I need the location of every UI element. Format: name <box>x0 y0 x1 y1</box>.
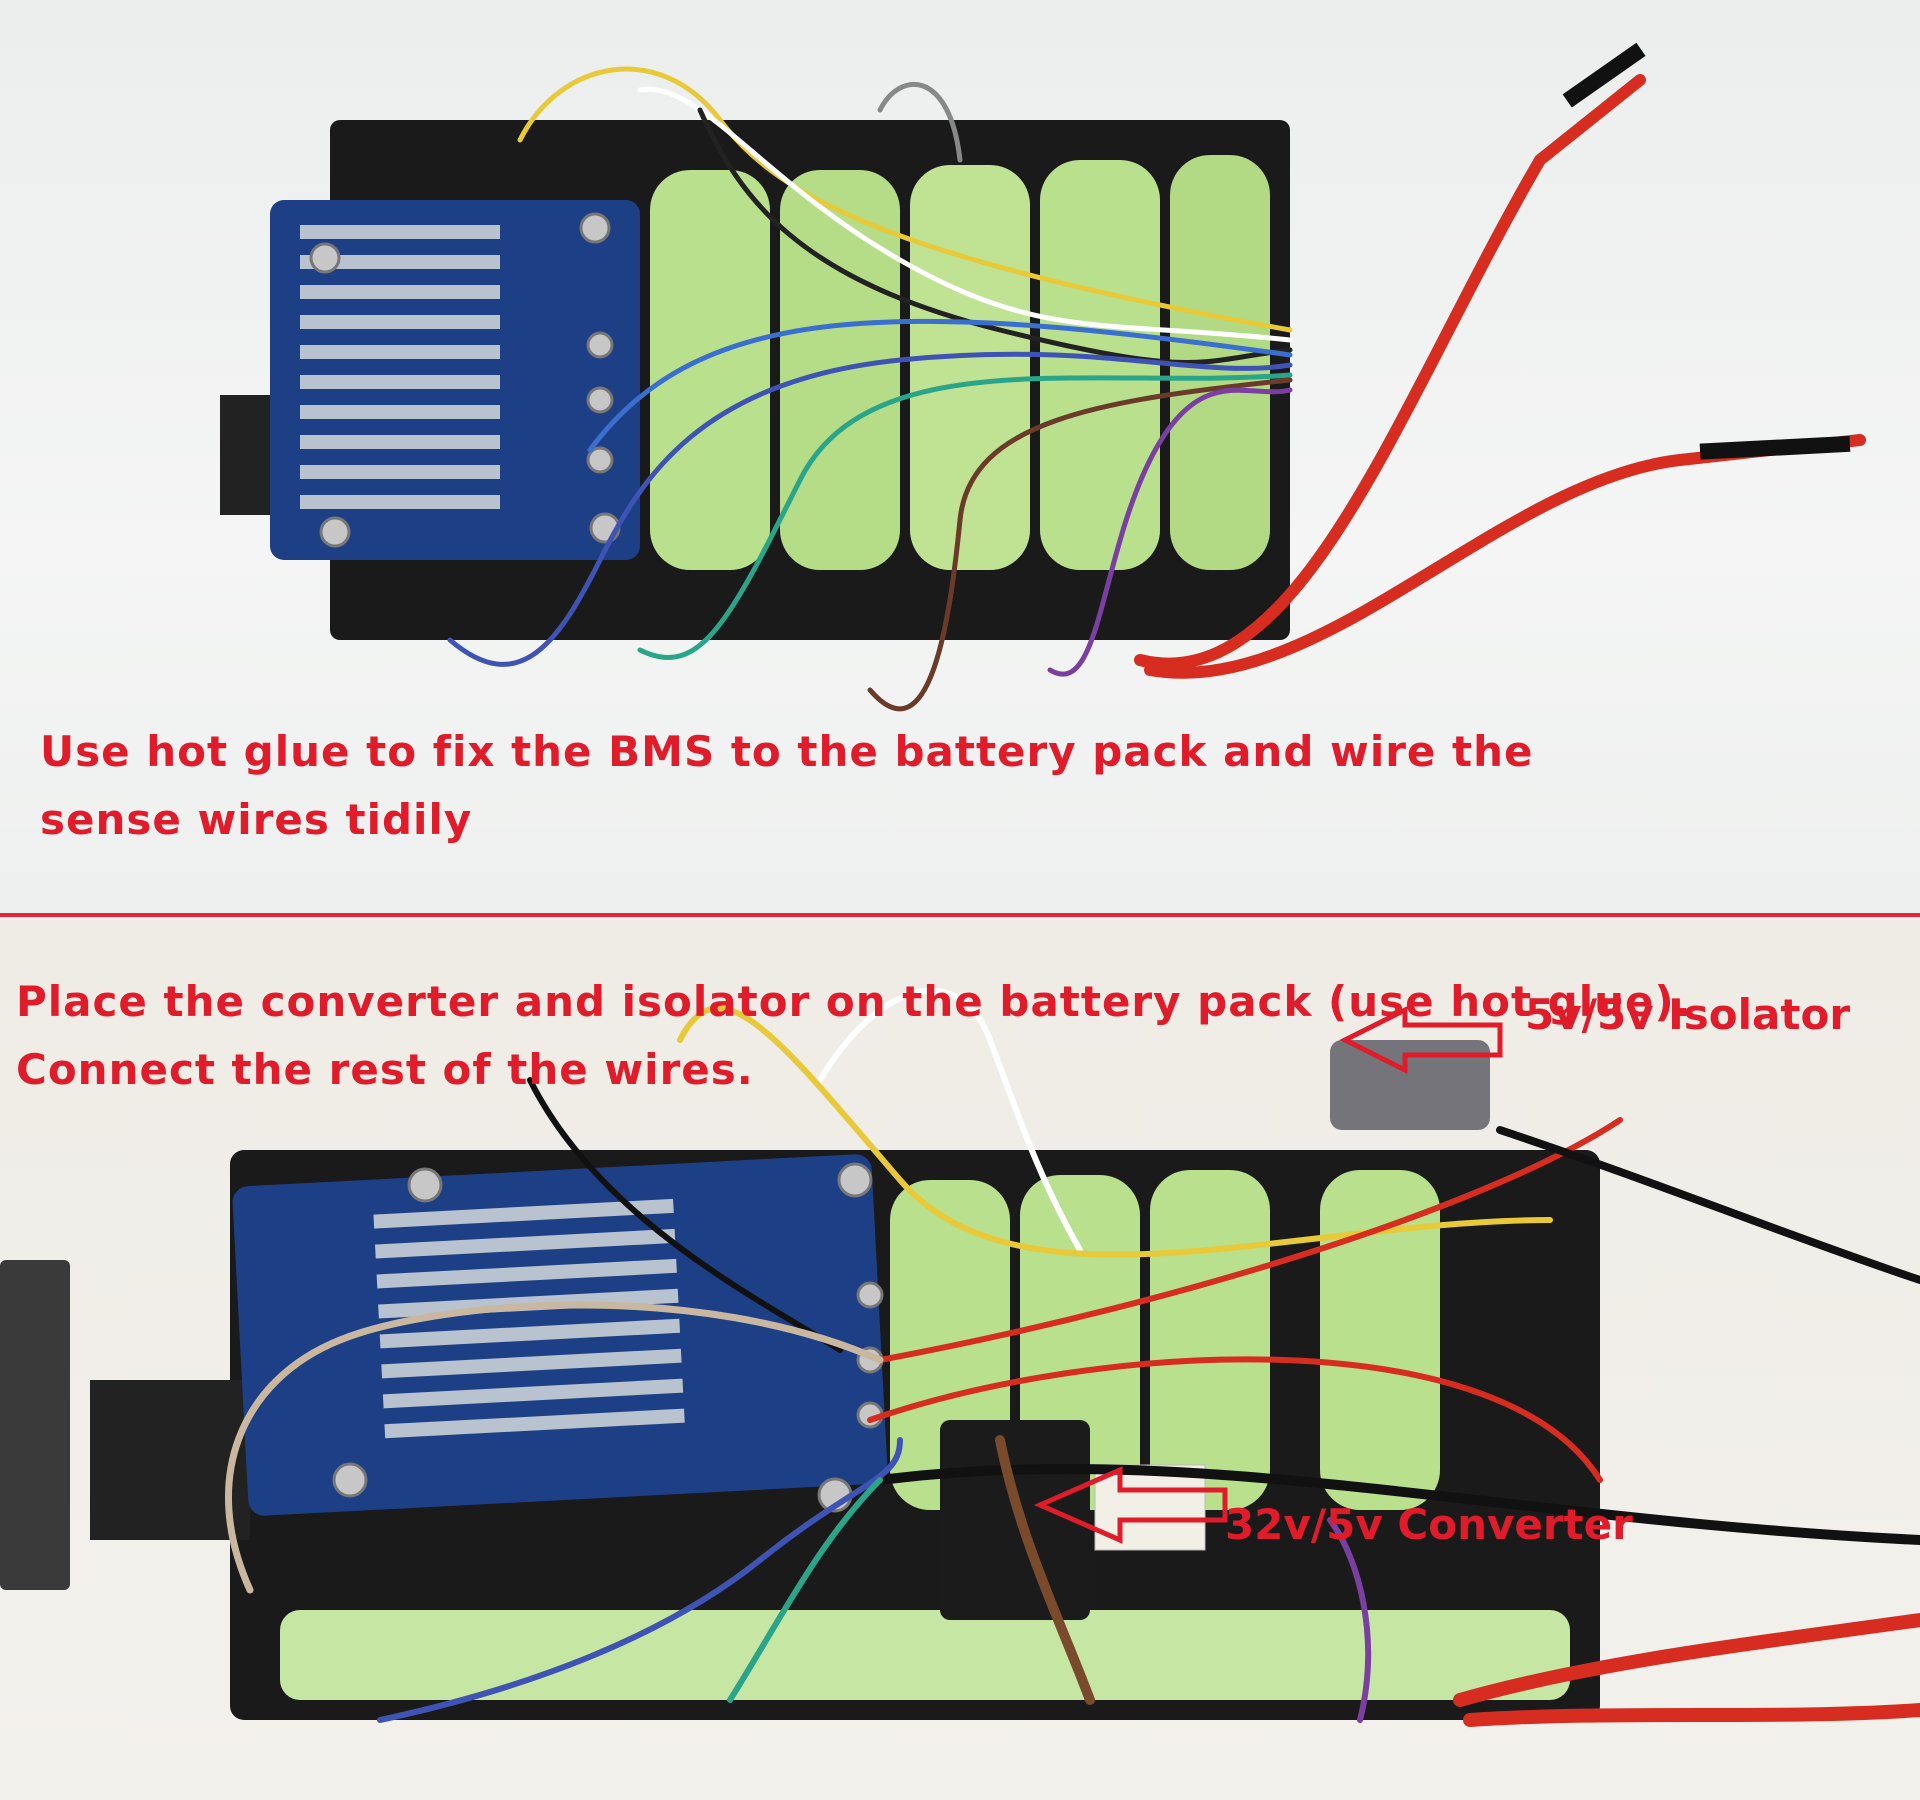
top-caption-line-2: sense wires tidily <box>40 795 473 844</box>
converter-label: 32v/5v Converter <box>1225 1500 1633 1549</box>
side-device <box>0 1260 70 1590</box>
arrow-isolator-icon <box>1339 1005 1503 1075</box>
isolator-module <box>1330 1040 1490 1130</box>
converter-module <box>940 1420 1090 1620</box>
bottom-caption: Place the converter and isolator on the … <box>16 968 1692 1104</box>
isolator-label: 5v/5v Isolator <box>1525 990 1851 1039</box>
cell-ends <box>280 1610 1570 1700</box>
bottom-photo <box>0 987 1920 1727</box>
power-leads <box>1134 74 1866 679</box>
top-photo <box>220 42 1866 712</box>
sense-wires <box>447 66 1293 712</box>
bottom-caption-line-1: Place the converter and isolator on the … <box>16 977 1692 1026</box>
top-caption-line-1: Use hot glue to fix the BMS to the batte… <box>40 727 1534 776</box>
bottom-wires <box>225 987 1920 1723</box>
panel-divider <box>0 913 1920 917</box>
top-caption: Use hot glue to fix the BMS to the batte… <box>40 718 1534 854</box>
top-photo-panel: Use hot glue to fix the BMS to the batte… <box>0 0 1920 915</box>
bottom-photo-panel: Place the converter and isolator on the … <box>0 920 1920 1800</box>
arrow-converter-icon <box>1033 1466 1228 1544</box>
bottom-power-leads <box>1453 1613 1920 1727</box>
bottom-caption-line-2: Connect the rest of the wires. <box>16 1045 754 1094</box>
